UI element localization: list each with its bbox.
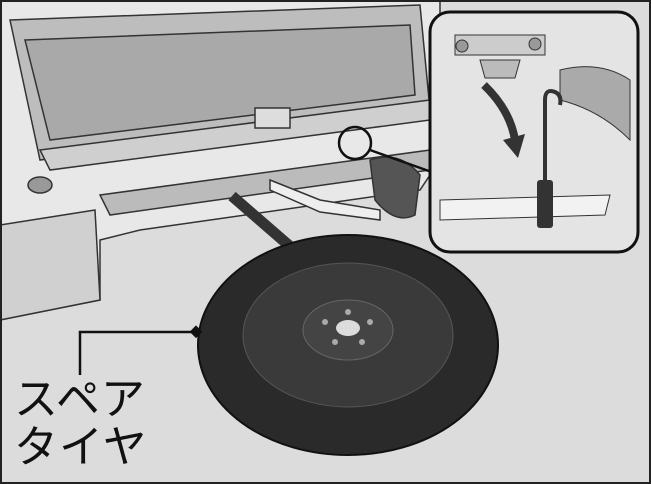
spare-tire-label-line1: スペア: [14, 374, 146, 425]
hook-icon: [537, 89, 563, 228]
spare-tire: [197, 234, 499, 456]
label-leader-line: [78, 330, 198, 375]
arrow-icon: [481, 82, 519, 141]
inset-detail: [428, 10, 640, 254]
callout-circle-icon: [337, 125, 373, 161]
spare-tire-label-line2: タイヤ: [14, 422, 148, 473]
car-rear: [0, 0, 441, 321]
